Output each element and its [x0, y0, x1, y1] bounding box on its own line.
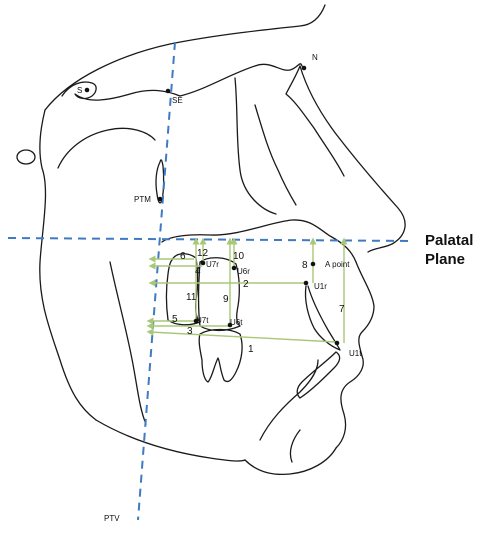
label-u7t: U7t [196, 316, 209, 325]
skull-outline [16, 4, 406, 476]
nasal-bone-outline [285, 65, 345, 177]
palatal-plane-label-line2: Plane [425, 251, 465, 268]
palatal-plane-label-line1: Palatal [425, 232, 473, 249]
landmark-labels: S SE N PTM A point U7r U6r U1r U7t U6t U… [77, 53, 362, 523]
palatal-plane-label: Palatal Plane [425, 232, 473, 268]
measure-label-8: 8 [302, 260, 308, 271]
occipital-inner-outline [57, 127, 156, 169]
chin-outline [244, 447, 337, 476]
upper-lip-outline [355, 261, 375, 357]
u7r-point [200, 260, 206, 266]
u6r-point [231, 265, 237, 271]
zygoma-outline [254, 104, 297, 206]
measure-label-1: 1 [248, 344, 254, 355]
label-s: S [77, 86, 82, 95]
u1r-point [303, 280, 309, 286]
measure-label-11: 11 [186, 292, 197, 303]
u7t-point [193, 318, 199, 324]
posterior-cranium-outline [39, 109, 97, 421]
measurement-lines [146, 237, 348, 343]
measure-label-4: 4 [195, 266, 201, 277]
reference-lines [7, 41, 413, 521]
sella-outline [61, 81, 181, 101]
measure-label-10: 10 [233, 251, 245, 262]
measure-label-9: 9 [223, 294, 229, 305]
palate-outline [161, 219, 357, 263]
cranial-vault-outline [44, 4, 326, 111]
measure-label-12: 12 [197, 248, 209, 259]
label-u6t: U6t [230, 318, 243, 327]
anterior-cranial-base-outline [179, 63, 303, 97]
se-point [165, 88, 171, 94]
a-point-dot [310, 261, 316, 267]
landmark-points [84, 65, 340, 346]
label-u1r: U1r [314, 282, 327, 291]
measure-label-7: 7 [339, 304, 345, 315]
measure-label-5: 5 [172, 314, 178, 325]
ear-rod-outline [16, 149, 36, 165]
label-n: N [312, 53, 318, 62]
palatal-plane-line [7, 237, 413, 242]
measure-label-3: 3 [187, 326, 193, 337]
upper-incisor-outline [304, 285, 341, 351]
orbit-outline [234, 77, 277, 215]
label-se: SE [172, 96, 183, 105]
u6t-point [227, 322, 233, 328]
lower-molar-outline [198, 328, 243, 383]
measure-label-2: 2 [243, 279, 249, 290]
lower-incisor-outline [296, 351, 341, 399]
label-a-point: A point [325, 260, 350, 269]
ramus-outline [109, 261, 147, 425]
label-ptm: PTM [134, 195, 151, 204]
mandible-border-outline [95, 419, 246, 462]
measure-line-1 [146, 328, 337, 343]
ptv-line [137, 41, 176, 521]
nasal-outline [299, 65, 406, 253]
label-u1t: U1t [349, 349, 362, 358]
measurement-numbers: 12 10 6 4 8 2 11 9 7 5 3 1 [172, 248, 345, 355]
label-ptv: PTV [104, 514, 120, 523]
measure-label-6: 6 [180, 251, 186, 262]
lower-lip-outline [335, 355, 364, 449]
n-point [301, 65, 307, 71]
u1t-point [334, 340, 340, 346]
label-u6r: U6r [237, 267, 250, 276]
s-point [84, 87, 90, 93]
ptm-point [157, 196, 163, 202]
label-u7r: U7r [206, 260, 219, 269]
